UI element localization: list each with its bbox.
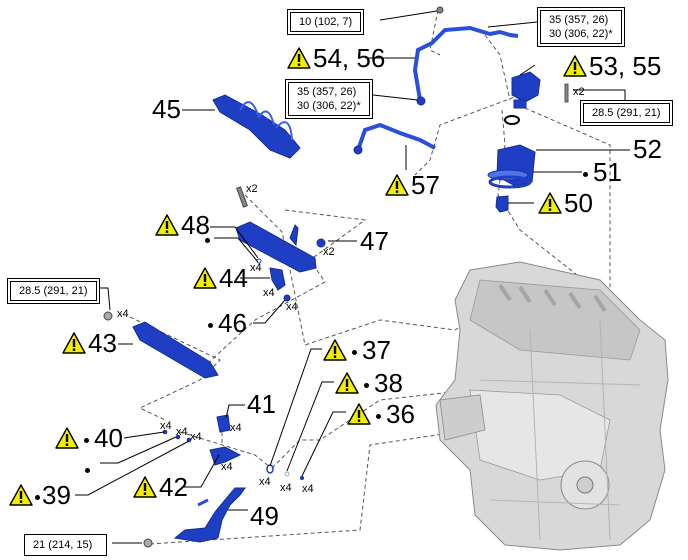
callout-45: 45 (152, 96, 181, 122)
torque-value: 21 (214, 15) (24, 534, 108, 556)
warning-triangle-icon (347, 403, 371, 425)
callout-51: 51 (580, 159, 622, 185)
non-reusable-part-dot (84, 437, 89, 443)
quantity-label: x2 (573, 86, 585, 98)
callout-37: 37 (323, 337, 391, 363)
callout-43: 43 (62, 330, 117, 356)
quantity-label: x4 (263, 287, 275, 299)
quantity-label: x4 (230, 422, 242, 434)
callout-number: 50 (564, 188, 593, 218)
callout-number: 42 (159, 472, 188, 502)
callout-39: 39 (9, 482, 71, 508)
non-reusable-part-dot (583, 171, 588, 177)
warning-triangle-icon (55, 427, 79, 449)
quantity-label: x4 (302, 483, 314, 495)
torque-value-alt: 30 (306, 22)* (297, 100, 361, 112)
callout-number: 57 (411, 170, 440, 200)
warning-triangle-icon (62, 332, 86, 354)
callout-40: 40 (55, 425, 123, 451)
callout-number: 52 (633, 134, 662, 164)
torque-value: 28.5 (291, 21) (583, 103, 670, 123)
torque-value: 35 (357, 26) (297, 86, 357, 98)
warning-triangle-icon (563, 55, 587, 77)
callout-number: 47 (360, 226, 389, 256)
callout-54-56: 54, 56 (287, 45, 385, 71)
warning-triangle-icon (323, 339, 347, 361)
callout-46: 46 (205, 310, 247, 336)
non-reusable-part-dot (85, 467, 90, 473)
blue-parts (103, 6, 569, 548)
quantity-label: x4 (221, 461, 233, 473)
dashed-guide-lines (129, 9, 616, 545)
callout-41: 41 (247, 391, 276, 417)
callout-49: 49 (250, 503, 279, 529)
callout-number: 51 (593, 157, 622, 187)
callout-number: 36 (386, 399, 415, 429)
callout-53-55: 53, 55 (563, 53, 661, 79)
engine-assembly-image (435, 261, 669, 551)
callout-38: 38 (335, 370, 403, 396)
quantity-label: x4 (190, 431, 202, 443)
non-reusable-part-dot (364, 382, 369, 388)
quantity-label: x4 (117, 308, 129, 320)
quantity-label: x4 (280, 482, 292, 494)
callout-number: 39 (42, 480, 71, 510)
warning-triangle-icon (155, 214, 179, 236)
non-reusable-part-dot (208, 322, 213, 328)
callout-number: 46 (218, 308, 247, 338)
torque-spec-box: 28.5 (291, 21) (7, 278, 100, 304)
callout-number: 54, 56 (313, 43, 386, 73)
quantity-label: x4 (176, 426, 188, 438)
torque-spec-box: 35 (357, 26) 30 (306, 22)* (285, 79, 373, 119)
quantity-label: x4 (160, 420, 172, 432)
torque-spec-box: 10 (102, 7) (287, 9, 365, 35)
torque-value-alt: 30 (306, 22)* (549, 28, 613, 40)
warning-triangle-icon (193, 267, 217, 289)
callout-52: 52 (633, 136, 662, 162)
quantity-label: x4 (286, 301, 298, 313)
quantity-label: x2 (246, 183, 258, 195)
warning-triangle-icon (287, 47, 311, 69)
callout-number: 43 (88, 328, 117, 358)
non-reusable-part-dot (35, 494, 40, 500)
callout-44: 44 (193, 265, 248, 291)
callout-57: 57 (385, 172, 440, 198)
callout-48: 48 (155, 212, 210, 238)
non-reusable-part-dot (376, 413, 381, 419)
non-reusable-part-dot (205, 237, 210, 243)
callout-42: 42 (133, 474, 188, 500)
callout-number: 38 (374, 368, 403, 398)
warning-triangle-icon (335, 372, 359, 394)
callout-47: 47 (360, 228, 389, 254)
callout-48-dot (202, 225, 215, 251)
torque-value: 10 (102, 7) (290, 12, 362, 32)
warning-triangle-icon (538, 192, 562, 214)
quantity-label: x2 (323, 246, 335, 258)
callout-number: 53, 55 (589, 51, 662, 81)
quantity-label: x4 (250, 262, 262, 274)
warning-triangle-icon (385, 174, 409, 196)
callout-number: 45 (152, 94, 181, 124)
callout-50: 50 (538, 190, 593, 216)
callout-number: 41 (247, 389, 276, 419)
callout-number: 37 (362, 335, 391, 365)
callout-number: 44 (219, 263, 248, 293)
callout-number: 40 (94, 423, 123, 453)
callout-number: 48 (181, 210, 210, 240)
callout-number: 49 (250, 501, 279, 531)
callout-36: 36 (347, 401, 415, 427)
callout-unnumbered-dot (82, 455, 95, 481)
torque-value: 35 (357, 26) (549, 14, 609, 26)
warning-triangle-icon (9, 484, 33, 506)
torque-spec-box: 28.5 (291, 21) (580, 100, 673, 126)
quantity-label: x4 (259, 476, 271, 488)
torque-value: 28.5 (291, 21) (10, 281, 97, 301)
torque-spec-box: 21 (214, 15) (24, 534, 108, 556)
warning-triangle-icon (133, 476, 157, 498)
non-reusable-part-dot (352, 349, 357, 355)
torque-spec-box: 35 (357, 26) 30 (306, 22)* (537, 7, 625, 47)
leader-lines (75, 10, 630, 544)
